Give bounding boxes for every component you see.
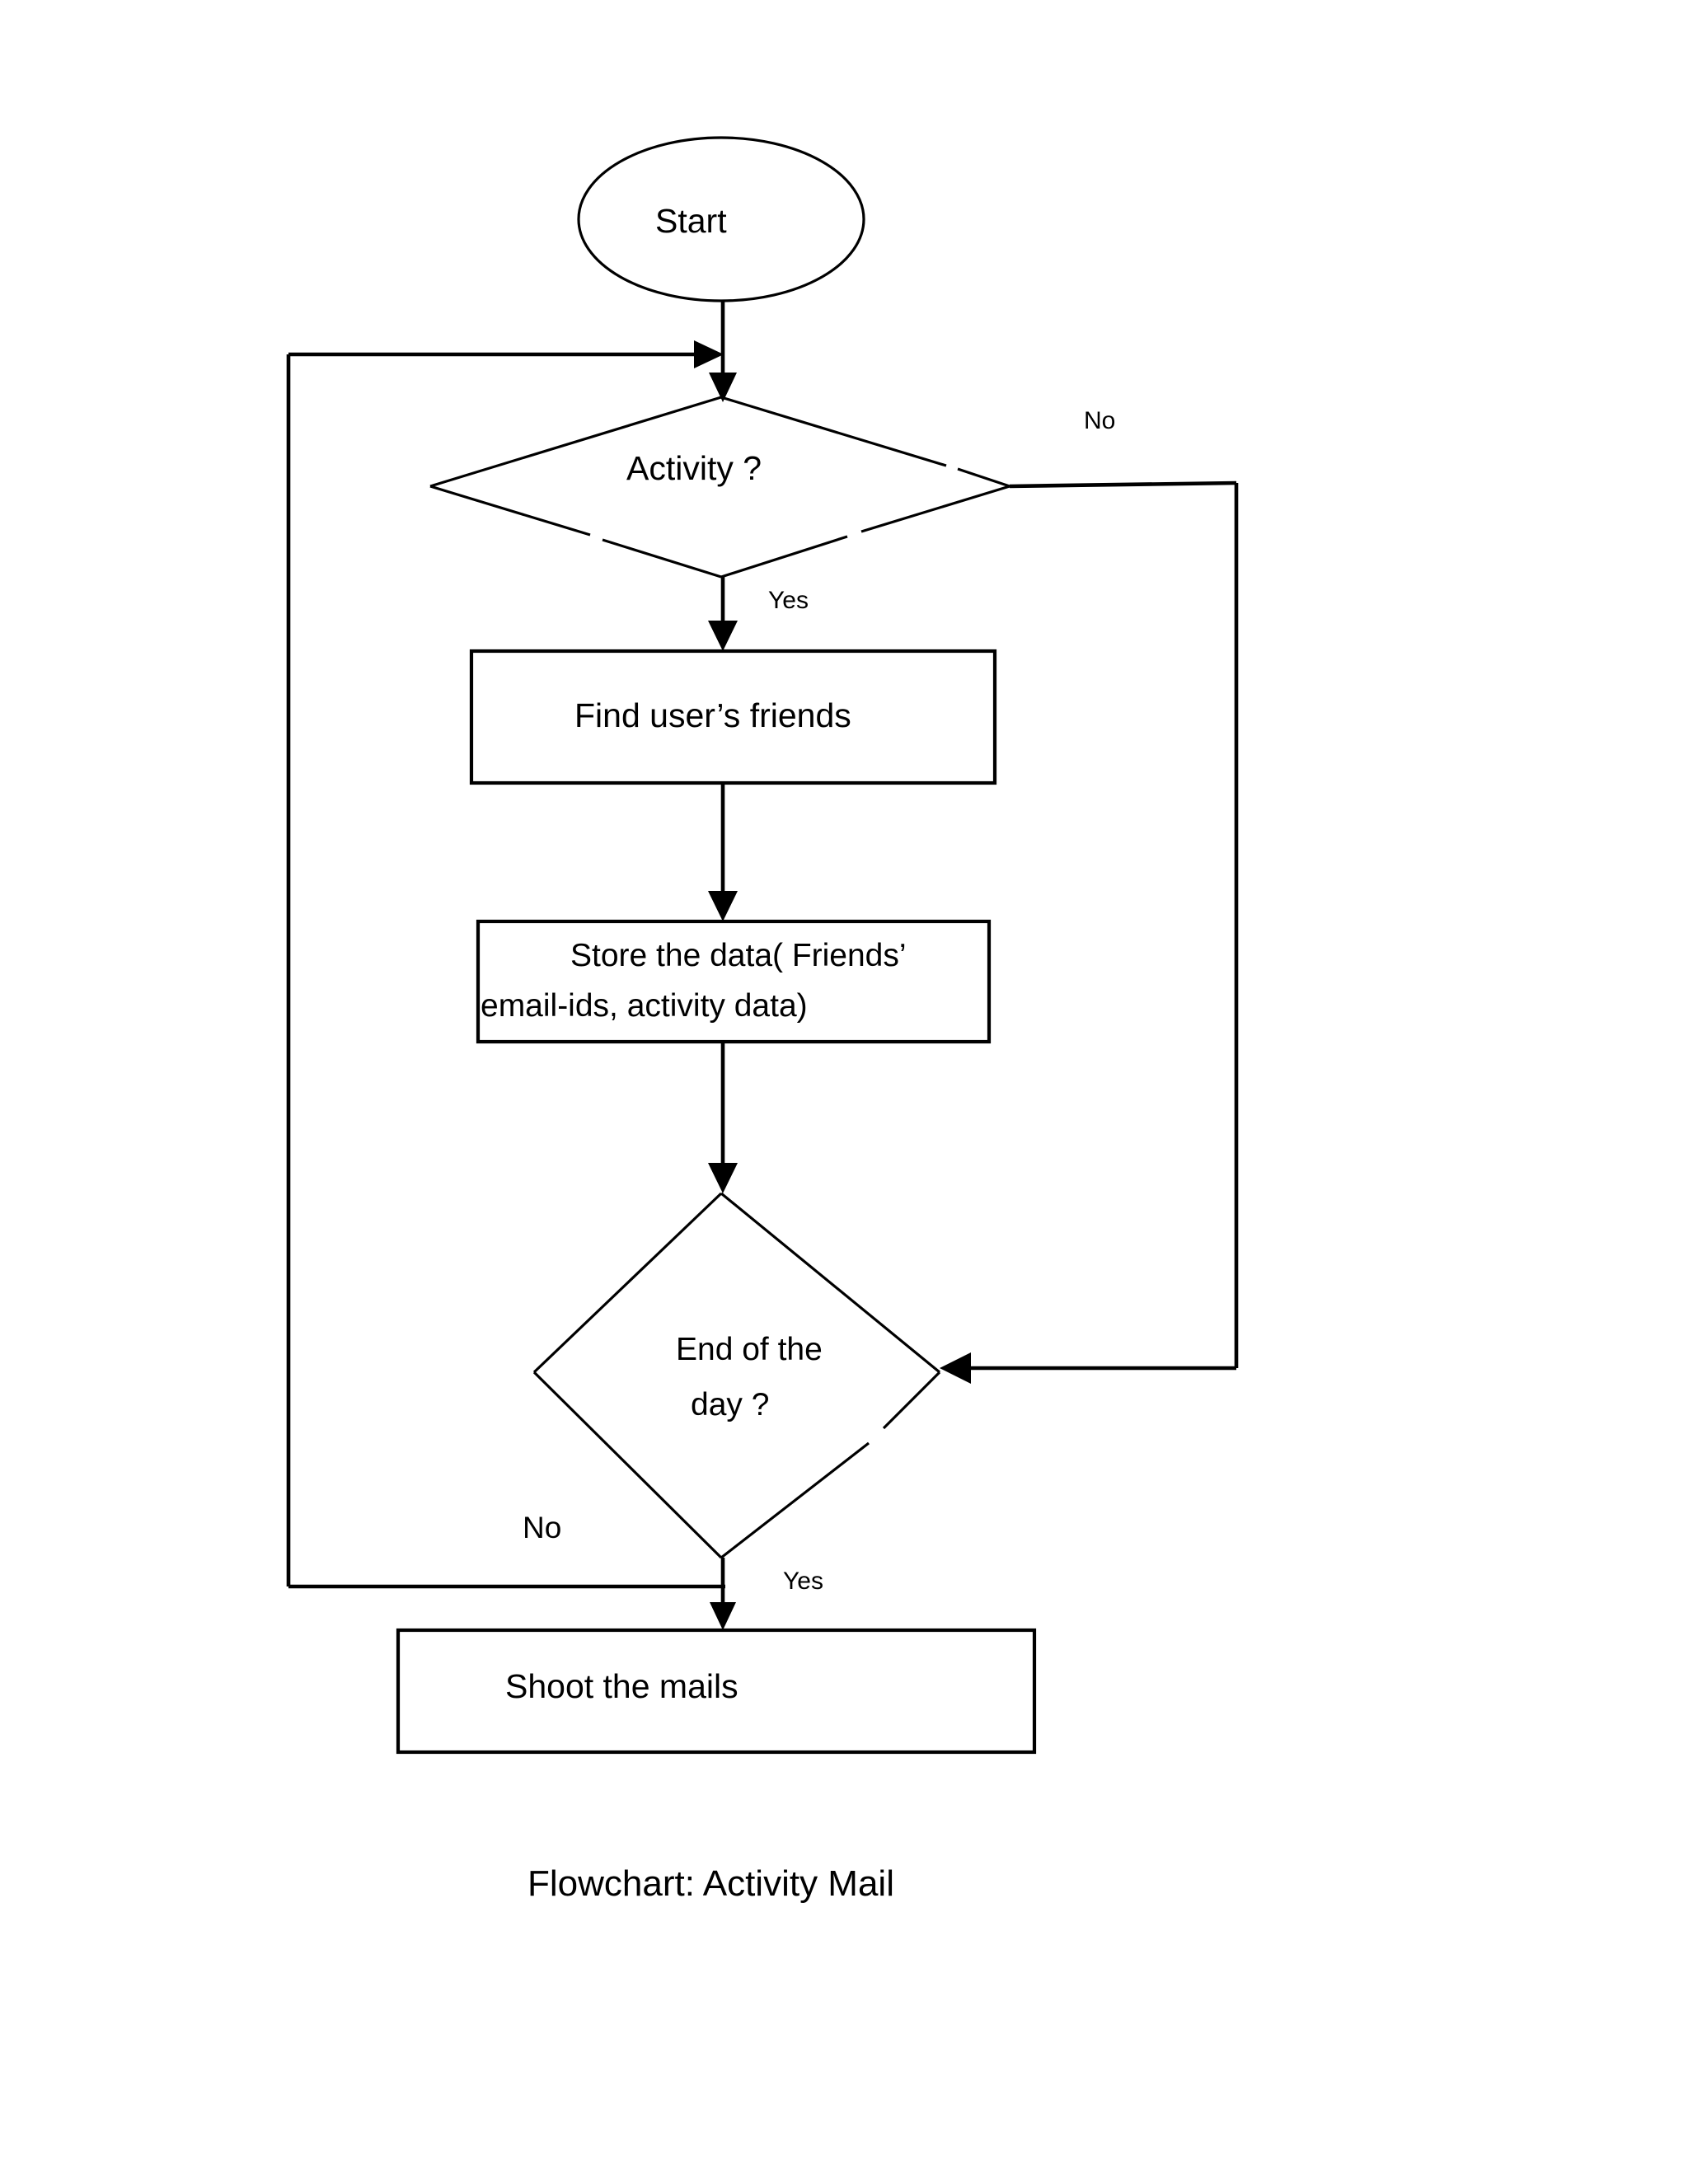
store-data-process-shape[interactable] — [476, 919, 992, 1044]
arrowhead-findfriends-to-storedata — [708, 891, 738, 921]
activity-diamond-edge-top-right-a — [720, 396, 947, 467]
endofday-diamond-edge-top-right — [720, 1192, 941, 1374]
endofday-diamond-edge-bottom-right-b — [720, 1441, 870, 1559]
activity-diamond-edge-bottom-left-b — [602, 538, 722, 579]
shoot-mails-process-shape[interactable] — [396, 1628, 1037, 1755]
endofday-diamond-edge-top-left — [532, 1192, 723, 1374]
activity-diamond-edge-top-left — [429, 396, 722, 488]
arrowhead-activity-yes — [708, 621, 738, 651]
find-friends-label: Find user’s friends — [574, 696, 851, 734]
activity-decision-label: Activity ? — [626, 449, 762, 487]
arrowhead-loopback-into-activity — [694, 340, 724, 368]
activity-diamond-edge-bottom-right-b — [720, 535, 848, 579]
edge-label-activity-yes: Yes — [768, 587, 809, 614]
arrowhead-endofday-yes — [710, 1602, 736, 1630]
edge-label-activity-no: No — [1084, 407, 1116, 434]
shoot-mails-label: Shoot the mails — [505, 1667, 738, 1705]
activity-diamond-edge-top-right-b — [957, 467, 1010, 488]
activity-diamond-edge-bottom-left-a — [429, 485, 591, 537]
activity-diamond-edge-bottom-right-a — [860, 485, 1010, 533]
edge-label-endofday-yes: Yes — [783, 1568, 823, 1595]
start-node-label: Start — [655, 202, 727, 240]
store-data-label-line2: email-ids, activity data) — [481, 988, 808, 1024]
end-of-day-label-line1: End of the — [676, 1332, 823, 1367]
flowchart-caption: Flowchart: Activity Mail — [528, 1863, 894, 1904]
find-friends-process-shape[interactable] — [469, 649, 997, 785]
arrowhead-storedata-to-endofday — [708, 1163, 738, 1193]
endofday-diamond-edge-bottom-left — [532, 1371, 723, 1559]
arrowhead-start-to-activity — [709, 373, 737, 402]
edge-label-endofday-no: No — [523, 1511, 562, 1544]
arrowhead-activity-no-into-endofday — [940, 1352, 971, 1384]
edge-activity-no-horizontal — [1009, 480, 1237, 489]
endofday-diamond-edge-bottom-right-a — [882, 1371, 941, 1430]
end-of-day-label-line2: day ? — [691, 1387, 770, 1422]
store-data-label-line1: Store the data( Friends’ — [570, 938, 907, 973]
